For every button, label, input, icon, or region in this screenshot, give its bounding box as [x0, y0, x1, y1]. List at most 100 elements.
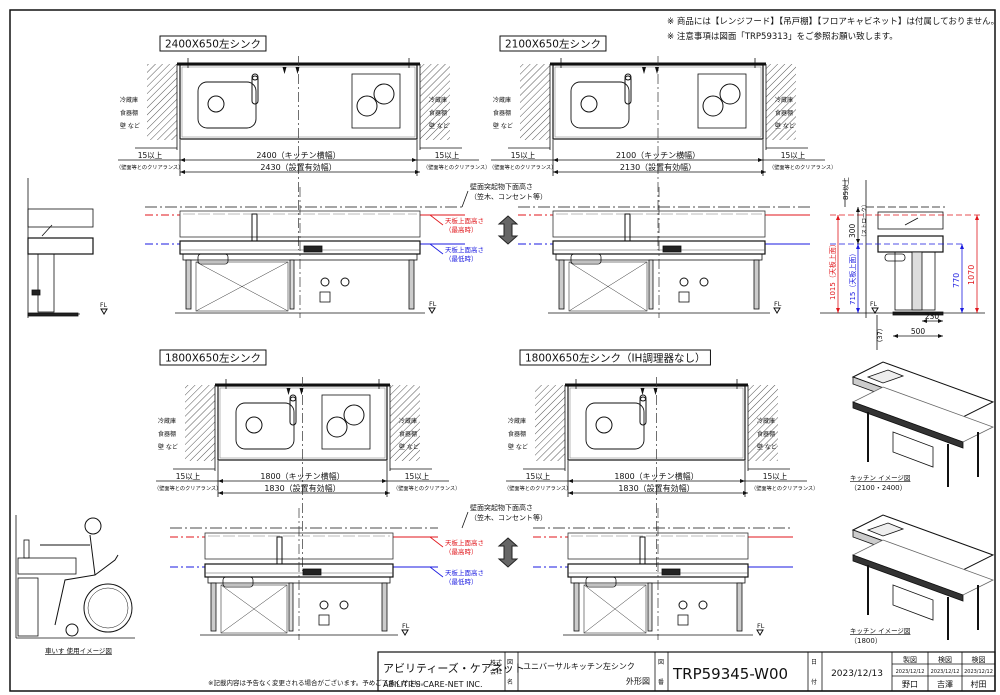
plan-side-label-right: 壁 など: [429, 122, 449, 130]
wall-hatch-right: [390, 385, 420, 461]
fl-marker-icon: [401, 629, 409, 636]
dim-300: 300: [848, 223, 857, 238]
arrow-head: [415, 170, 420, 174]
fl-label: FL: [402, 622, 410, 630]
front-elevation-3: FL: [170, 508, 438, 640]
max-height-label: 天板上面高さ: [445, 538, 484, 547]
front-elevation-4: FL: [533, 508, 793, 640]
wall-hatch-left: [185, 385, 215, 461]
install-width-dimension: 1830（設置有効幅）: [264, 483, 340, 493]
approval-date: 2023/12/12: [964, 669, 993, 675]
arrow-head: [856, 244, 860, 249]
front-elevation-2: FL: [518, 187, 810, 318]
plan-side-label-left: 食器棚: [158, 430, 176, 438]
plan-side-label-right: 食器棚: [775, 109, 793, 117]
plan-side-label-left: 壁 など: [508, 443, 528, 451]
company-type: 会社: [490, 668, 502, 676]
sink-bowl-side: [197, 253, 229, 265]
drawing-type: 外形図: [626, 676, 650, 686]
arrow-head: [893, 334, 898, 338]
approval-date: 2023/12/12: [896, 669, 925, 675]
wheelchair-caption: 車いす 使用イメージ図: [45, 646, 112, 655]
arrow-head: [180, 158, 185, 162]
ih-burner: [373, 83, 395, 105]
faucet-head: [624, 73, 632, 81]
fl-label: FL: [429, 300, 437, 308]
dim-37: （37）: [876, 325, 884, 346]
plan-view-3: 1800X650左シンク冷蔵庫冷蔵庫食器棚食器棚壁 など壁 など1800（キッチ…: [154, 349, 460, 571]
kitchen-width-dimension: 2100（キッチン横幅）: [616, 150, 700, 160]
sink-bowl: [570, 81, 630, 129]
faucet-head: [639, 394, 647, 402]
plan-side-label-right: 壁 など: [757, 443, 777, 451]
plan-side-label-left: 冷蔵庫: [493, 96, 511, 104]
plan-side-label-right: 冷蔵庫: [429, 96, 447, 104]
counter-lowered-front: [852, 401, 964, 449]
wheel-icon: [83, 583, 133, 633]
kitchen-width-dimension: 1800（キッチン横幅）: [260, 471, 344, 481]
clearance-left: 15以上: [176, 472, 201, 481]
side-view-right: 1015（天板上面）715（天板上面）300（ストローク）85以上1070770…: [820, 177, 985, 350]
drawing-date: 2023/12/13: [831, 669, 883, 679]
image-caption-sizes: （1800）: [850, 637, 882, 645]
approval-name: 野口: [902, 680, 918, 689]
clearance-note-left: （壁面等とのクリアランス）: [489, 163, 556, 171]
fl-label: FL: [870, 301, 877, 308]
arrow-head: [180, 170, 185, 174]
arrow-head: [938, 319, 943, 323]
note-line-1: ※ 商品には【レンジフード】【吊戸棚】【フロアキャビネット】は付属しておりません…: [667, 16, 999, 27]
fl-label: FL: [757, 622, 765, 630]
kitchen-image-1800: キッチン イメージ図（1800）: [850, 514, 995, 645]
install-width-dimension: 1830（設置有効幅）: [618, 483, 694, 493]
lift-column: [647, 582, 653, 632]
approval-role: 検図: [972, 655, 986, 664]
outlet-icon: [653, 388, 658, 395]
wall-obstacle-note: （笠木、コンセント等）: [470, 192, 547, 201]
arrow-head: [975, 215, 979, 220]
plan-side-label-right: 食器棚: [429, 109, 447, 117]
faucet: [251, 213, 258, 242]
arrow-head: [960, 308, 964, 313]
clearance-note-left: （壁面等とのクリアランス）: [154, 484, 221, 492]
dim-715: 715（天板上面）: [848, 250, 857, 305]
stroke-double-arrow-icon: [497, 537, 519, 568]
clearance-note-left: （壁面等とのクリアランス）: [504, 484, 571, 492]
water-valve-icon: [319, 600, 329, 610]
min-height-label: 天板上面高さ: [445, 568, 484, 577]
counter-raised: [877, 211, 944, 230]
wall-hatch-right: [420, 64, 450, 140]
arrow-head: [743, 491, 748, 495]
wall-hatch-left: [535, 385, 565, 461]
faucet-icon: [624, 75, 632, 105]
cabinet-3d: [892, 584, 934, 621]
plan-side-label-right: 食器棚: [399, 430, 417, 438]
dim-770: 770: [952, 273, 961, 288]
faucet-icon: [251, 75, 259, 105]
clearance-note-right: （壁面等とのクリアランス）: [769, 163, 836, 171]
plan-side-label-left: 冷蔵庫: [158, 417, 176, 425]
wall-obstacle-label: 壁面突起物下面高さ: [470, 503, 533, 512]
clearance-right: 15以上: [763, 472, 788, 481]
min-height-note: （最低時）: [445, 577, 478, 586]
company-type: 株式: [490, 659, 502, 667]
sink-drain: [207, 95, 225, 113]
ih-burner: [356, 95, 378, 117]
plan-title-box: [159, 349, 267, 366]
label-drawing-name: 図: [507, 659, 513, 666]
wall-obstacle-label: 壁面突起物下面高さ: [470, 182, 533, 191]
cabinet-space: [568, 261, 648, 312]
faucet: [41, 224, 53, 237]
drain-trap-icon: [678, 291, 690, 303]
clearance-note-right: （壁面等とのクリアランス）: [751, 484, 818, 492]
faucet-head: [289, 394, 297, 402]
leader-line: [429, 243, 444, 255]
fl-marker-icon: [756, 629, 764, 636]
arrow-head: [218, 491, 223, 495]
plan-side-label-right: 食器棚: [757, 430, 775, 438]
wall-hatch-left: [520, 64, 550, 140]
min-height-label: 天板上面高さ: [445, 245, 484, 254]
cabinet-space: [195, 261, 289, 312]
arrow-head: [740, 479, 745, 483]
clearance-right: 15以上: [781, 151, 806, 160]
